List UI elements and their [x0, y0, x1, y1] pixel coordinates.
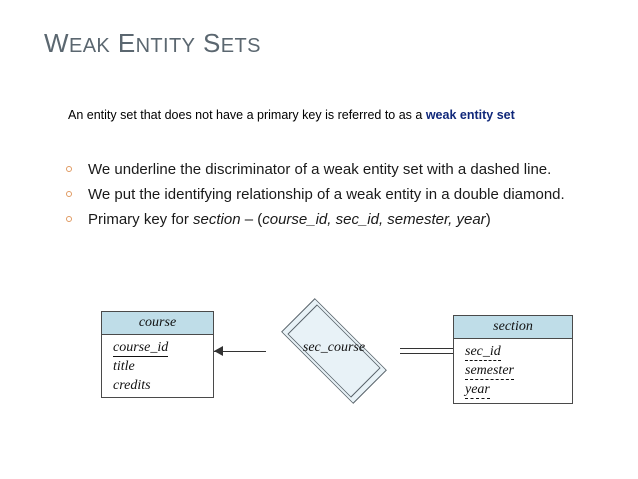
list-item-label: We put the identifying relationship of a…: [88, 186, 565, 203]
list-item: We put the identifying relationship of a…: [64, 185, 584, 205]
intro-paragraph: An entity set that does not have a prima…: [68, 107, 608, 123]
attribute-row: course_id: [113, 338, 213, 357]
bullet-circle-icon: [66, 166, 72, 172]
connector-line-section-top: [400, 348, 454, 349]
entity-attribute-list-course: course_id title credits: [102, 335, 213, 399]
list-item-label: We underline the discriminator of a weak…: [88, 161, 552, 178]
title-word-3: SETS: [202, 28, 261, 58]
list-item-suffix: ): [485, 211, 491, 228]
intro-emphasis-term: weak entity set: [425, 108, 515, 122]
page-title: WEAK ENTITY SETS: [44, 28, 261, 59]
entity-box-course: course course_id title credits: [101, 311, 214, 398]
bullet-list: We underline the discriminator of a weak…: [64, 160, 584, 235]
attribute-label-credits: credits: [113, 378, 151, 393]
attribute-row: title: [113, 357, 213, 376]
entity-attribute-list-section: sec_id semester year: [454, 339, 572, 403]
entity-box-section: section sec_id semester year: [453, 315, 573, 404]
list-item: We underline the discriminator of a weak…: [64, 160, 584, 180]
list-item-prefix: Primary key for: [88, 211, 194, 228]
list-item-key-attributes: course_id, sec_id, semester, year: [262, 211, 486, 228]
intro-lead-text: An entity set that does not have a prima…: [68, 108, 426, 122]
entity-title-course: course: [102, 312, 213, 335]
title-word-1: WEAK: [44, 28, 111, 58]
attribute-row: year: [465, 380, 572, 399]
title-word-2: ENTITY: [117, 28, 196, 58]
bullet-circle-icon: [66, 191, 72, 197]
attribute-label-semester: semester: [465, 363, 514, 380]
list-item: Primary key for section – (course_id, se…: [64, 210, 584, 230]
attribute-label-sec-id: sec_id: [465, 344, 501, 361]
relationship-diamond-sec-course: sec_course: [262, 298, 406, 404]
attribute-row: sec_id: [465, 342, 572, 361]
bullet-circle-icon: [66, 216, 72, 222]
attribute-label-year: year: [465, 382, 490, 399]
attribute-label-title: title: [113, 359, 135, 374]
entity-title-section: section: [454, 316, 572, 339]
list-item-separator: – (: [240, 211, 263, 228]
list-item-entity-name: section: [193, 211, 241, 228]
relationship-label: sec_course: [302, 340, 366, 355]
connector-arrow-icon: [214, 346, 223, 356]
er-diagram: course course_id title credits sec_cours…: [0, 296, 638, 416]
attribute-label-course-id: course_id: [113, 340, 169, 357]
attribute-row: semester: [465, 361, 572, 380]
connector-line-section-bottom: [400, 353, 454, 354]
attribute-row: credits: [113, 376, 213, 395]
connector-line-course: [214, 351, 266, 352]
